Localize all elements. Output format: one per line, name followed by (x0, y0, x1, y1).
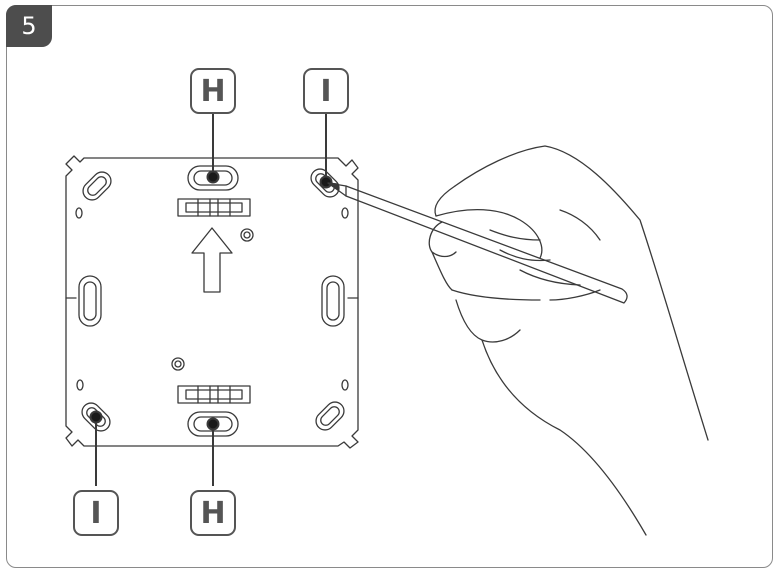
clip-top (177, 198, 251, 217)
screw-left (171, 357, 185, 371)
corner-hole-top-left (82, 171, 112, 201)
clip-bottom (177, 385, 251, 404)
hand-illustration (428, 145, 709, 536)
callout-i-bottom: I (73, 490, 119, 536)
callout-h-bottom: H (190, 490, 236, 536)
mark-point-i-bottom (89, 410, 103, 424)
callout-i-top: I (303, 68, 349, 114)
mounting-plate (65, 155, 359, 449)
step-number-badge: 5 (6, 5, 52, 47)
pencil-icon (327, 182, 628, 304)
corner-hole-bottom-right (315, 401, 345, 431)
screw-right (240, 228, 254, 242)
side-slot-left (78, 275, 102, 327)
mark-point-h-top (206, 170, 220, 184)
side-slot-right (321, 275, 345, 327)
arrow-up-icon (191, 227, 233, 293)
figure-frame (6, 5, 773, 568)
mark-point-i-top (319, 175, 333, 189)
callout-h-top: H (190, 68, 236, 114)
mark-point-h-bottom (206, 417, 220, 431)
